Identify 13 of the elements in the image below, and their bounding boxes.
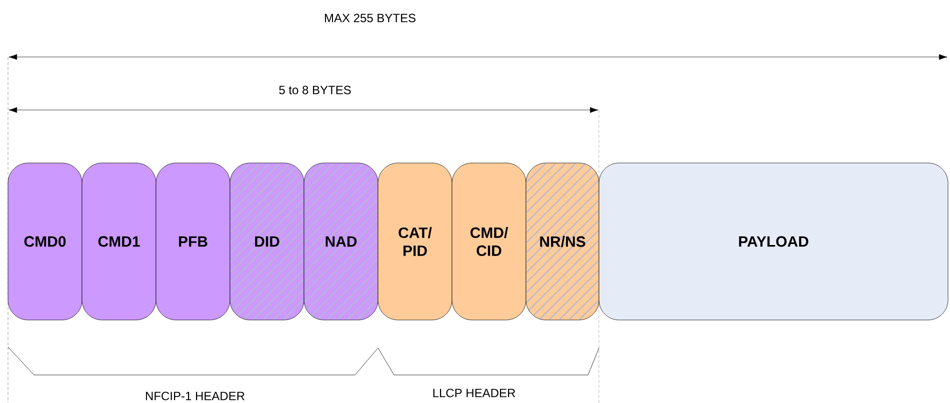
field-box: CMD1 [82, 162, 156, 320]
field-box: CMD0 [8, 162, 82, 320]
field-box: CMD/ CID [452, 162, 526, 320]
field-box: CAT/ PID [378, 162, 452, 320]
field-box: PFB [156, 162, 230, 320]
dimension-label: MAX 255 BYTES [324, 14, 416, 22]
dimension-label: NFCIP-1 HEADER [146, 392, 244, 400]
field-box: PAYLOAD [598, 162, 948, 320]
dimension-label: LLCP HEADER [433, 388, 516, 398]
field-box: NAD [304, 162, 378, 320]
field-box: NR/NS [526, 162, 600, 320]
field-box: DID [230, 162, 304, 320]
dimension-label: 5 to 8 BYTES [279, 86, 351, 94]
